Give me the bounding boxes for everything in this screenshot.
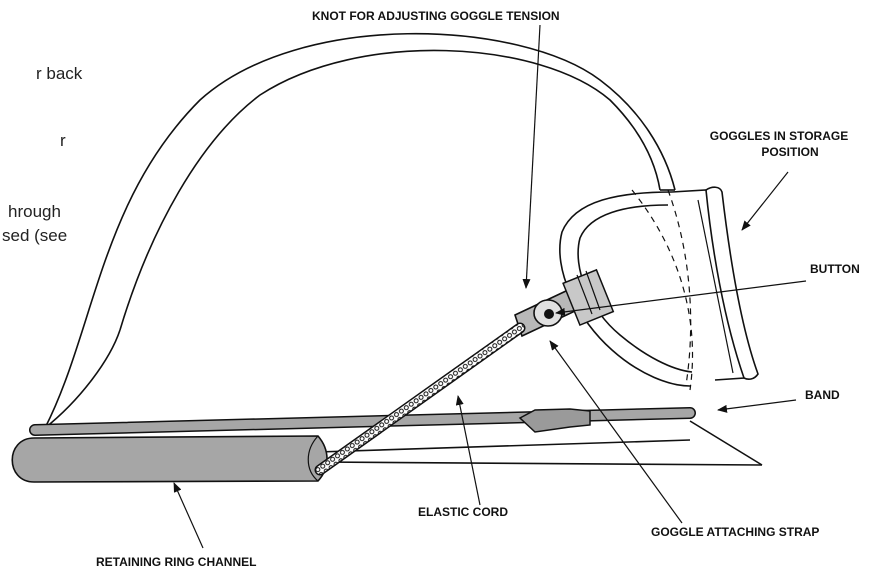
elastic-cord-leader xyxy=(455,395,481,506)
label-elastic-cord: ELASTIC CORD xyxy=(418,505,508,519)
cropped-text-line-3: hrough xyxy=(8,202,61,221)
knot-leader xyxy=(522,24,541,289)
cropped-text-line-1: r back xyxy=(36,64,83,83)
button-leader xyxy=(555,280,807,316)
label-knot: KNOT FOR ADJUSTING GOGGLE TENSION xyxy=(312,9,560,23)
label-button: BUTTON xyxy=(810,262,860,276)
cropped-text-line-4: sed (see xyxy=(2,226,68,245)
helmet-shell xyxy=(44,32,676,429)
button-dot xyxy=(544,309,554,319)
label-band: BAND xyxy=(805,388,840,402)
leader-lines xyxy=(173,24,807,549)
cropped-text-line-2: r xyxy=(60,131,66,150)
strap-leader xyxy=(549,340,683,524)
band-leader xyxy=(717,399,797,413)
goggle-strap-clip xyxy=(514,268,615,338)
goggles-leader xyxy=(741,171,789,231)
retaining-ring-leader xyxy=(173,482,204,549)
band xyxy=(29,407,696,436)
helmet-brim xyxy=(317,420,763,466)
label-goggles-storage-line2: POSITION xyxy=(761,145,818,159)
hidden-contour-dashed xyxy=(631,189,694,391)
label-retaining-ring-channel: RETAINING RING CHANNEL xyxy=(96,555,256,569)
elastic-cord xyxy=(314,322,526,476)
label-goggle-attaching-strap: GOGGLE ATTACHING STRAP xyxy=(651,525,819,539)
label-goggles-storage-line1: GOGGLES IN STORAGE xyxy=(710,129,848,143)
retaining-ring-channel xyxy=(11,435,328,483)
